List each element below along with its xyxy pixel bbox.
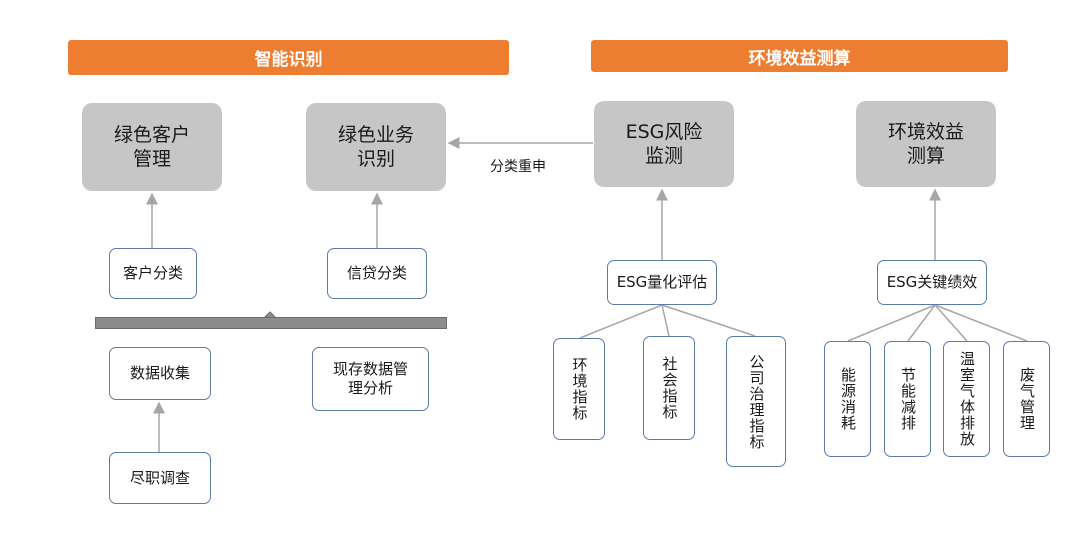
branch-env <box>579 304 663 339</box>
node-esg-quantitative-assessment: ESG量化评估 <box>607 260 717 305</box>
banner-env-benefit-calc: 环境效益测算 <box>591 40 1008 72</box>
label-reclassification: 分类重申 <box>490 159 546 175</box>
node-esg-key-performance: ESG关键绩效 <box>877 260 987 305</box>
node-esg-risk-monitoring: ESG风险 监测 <box>594 101 734 187</box>
branch-energy <box>847 304 936 342</box>
node-governance-indicators: 公司治理指标 <box>726 336 786 467</box>
node-waste-gas-management: 废气管理 <box>1003 341 1050 457</box>
node-customer-classification: 客户分类 <box>109 248 197 299</box>
node-energy-saving: 节能减排 <box>884 341 931 457</box>
branch-governance <box>661 304 756 337</box>
banner-smart-identification: 智能识别 <box>68 40 509 75</box>
branch-saving <box>907 304 936 342</box>
node-data-collection: 数据收集 <box>109 347 211 400</box>
node-energy-consumption: 能源消耗 <box>824 341 871 457</box>
node-due-diligence: 尽职调查 <box>109 452 211 504</box>
node-green-customer-management: 绿色客户 管理 <box>82 103 222 191</box>
branch-waste <box>934 304 1028 342</box>
node-env-benefit-calculation: 环境效益 测算 <box>856 101 996 187</box>
branch-social <box>661 304 670 337</box>
node-environment-indicators: 环境指标 <box>553 338 605 440</box>
node-social-indicators: 社会指标 <box>643 336 695 440</box>
divider-bar <box>95 317 447 329</box>
branch-ghg <box>934 304 968 342</box>
node-existing-data-analysis: 现存数据管 理分析 <box>312 347 429 411</box>
node-ghg-emissions: 温室气体排放 <box>943 341 990 457</box>
node-credit-classification: 信贷分类 <box>327 248 427 299</box>
node-green-business-identification: 绿色业务 识别 <box>306 103 446 191</box>
